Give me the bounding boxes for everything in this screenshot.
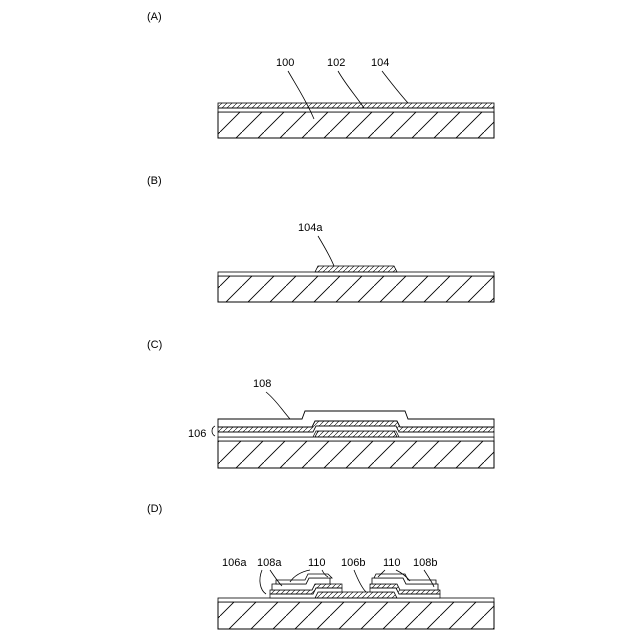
substrate-c bbox=[218, 441, 494, 468]
substrate-d bbox=[218, 602, 494, 629]
ref-104a: 104a bbox=[298, 222, 323, 234]
leader-102 bbox=[338, 71, 364, 108]
ref-106b: 106b bbox=[341, 557, 365, 569]
layer-102-c bbox=[218, 437, 494, 441]
ref-106: 106 bbox=[188, 428, 206, 440]
leader-108 bbox=[266, 392, 290, 419]
leader-106a bbox=[260, 570, 266, 594]
layer-104-a bbox=[218, 103, 494, 108]
layer-102-a bbox=[218, 108, 494, 112]
panel-label-a: (A) bbox=[147, 11, 162, 23]
panel-c: (C) 108 106 bbox=[147, 339, 494, 468]
substrate-b bbox=[218, 276, 494, 302]
layer-102-b bbox=[218, 272, 494, 276]
panel-a: (A) 100 102 104 bbox=[147, 11, 494, 138]
layer-102-d bbox=[218, 598, 494, 602]
ref-108a: 108a bbox=[257, 557, 282, 569]
ref-108: 108 bbox=[253, 378, 271, 390]
panel-label-d: (D) bbox=[147, 503, 162, 515]
ref-100: 100 bbox=[276, 57, 294, 69]
substrate-a bbox=[218, 112, 494, 138]
panel-d: (D) 106a 108a 110 106b 110 108b bbox=[147, 503, 494, 629]
leader-104a bbox=[318, 236, 334, 266]
ref-106a: 106a bbox=[222, 557, 247, 569]
ref-102: 102 bbox=[327, 57, 345, 69]
ref-110-right: 110 bbox=[383, 557, 401, 569]
ref-110-left: 110 bbox=[308, 557, 326, 569]
panel-b: (B) 104a bbox=[147, 175, 494, 302]
ref-108b: 108b bbox=[413, 557, 437, 569]
bracket-106 bbox=[212, 426, 215, 436]
leader-106b bbox=[354, 570, 366, 592]
ref-104: 104 bbox=[371, 57, 389, 69]
gate-104a-d bbox=[315, 592, 397, 598]
gate-104a bbox=[315, 266, 397, 272]
panel-label-c: (C) bbox=[147, 339, 162, 351]
gate-104a-c bbox=[315, 431, 397, 437]
leader-104 bbox=[382, 71, 408, 103]
panel-label-b: (B) bbox=[147, 175, 162, 187]
